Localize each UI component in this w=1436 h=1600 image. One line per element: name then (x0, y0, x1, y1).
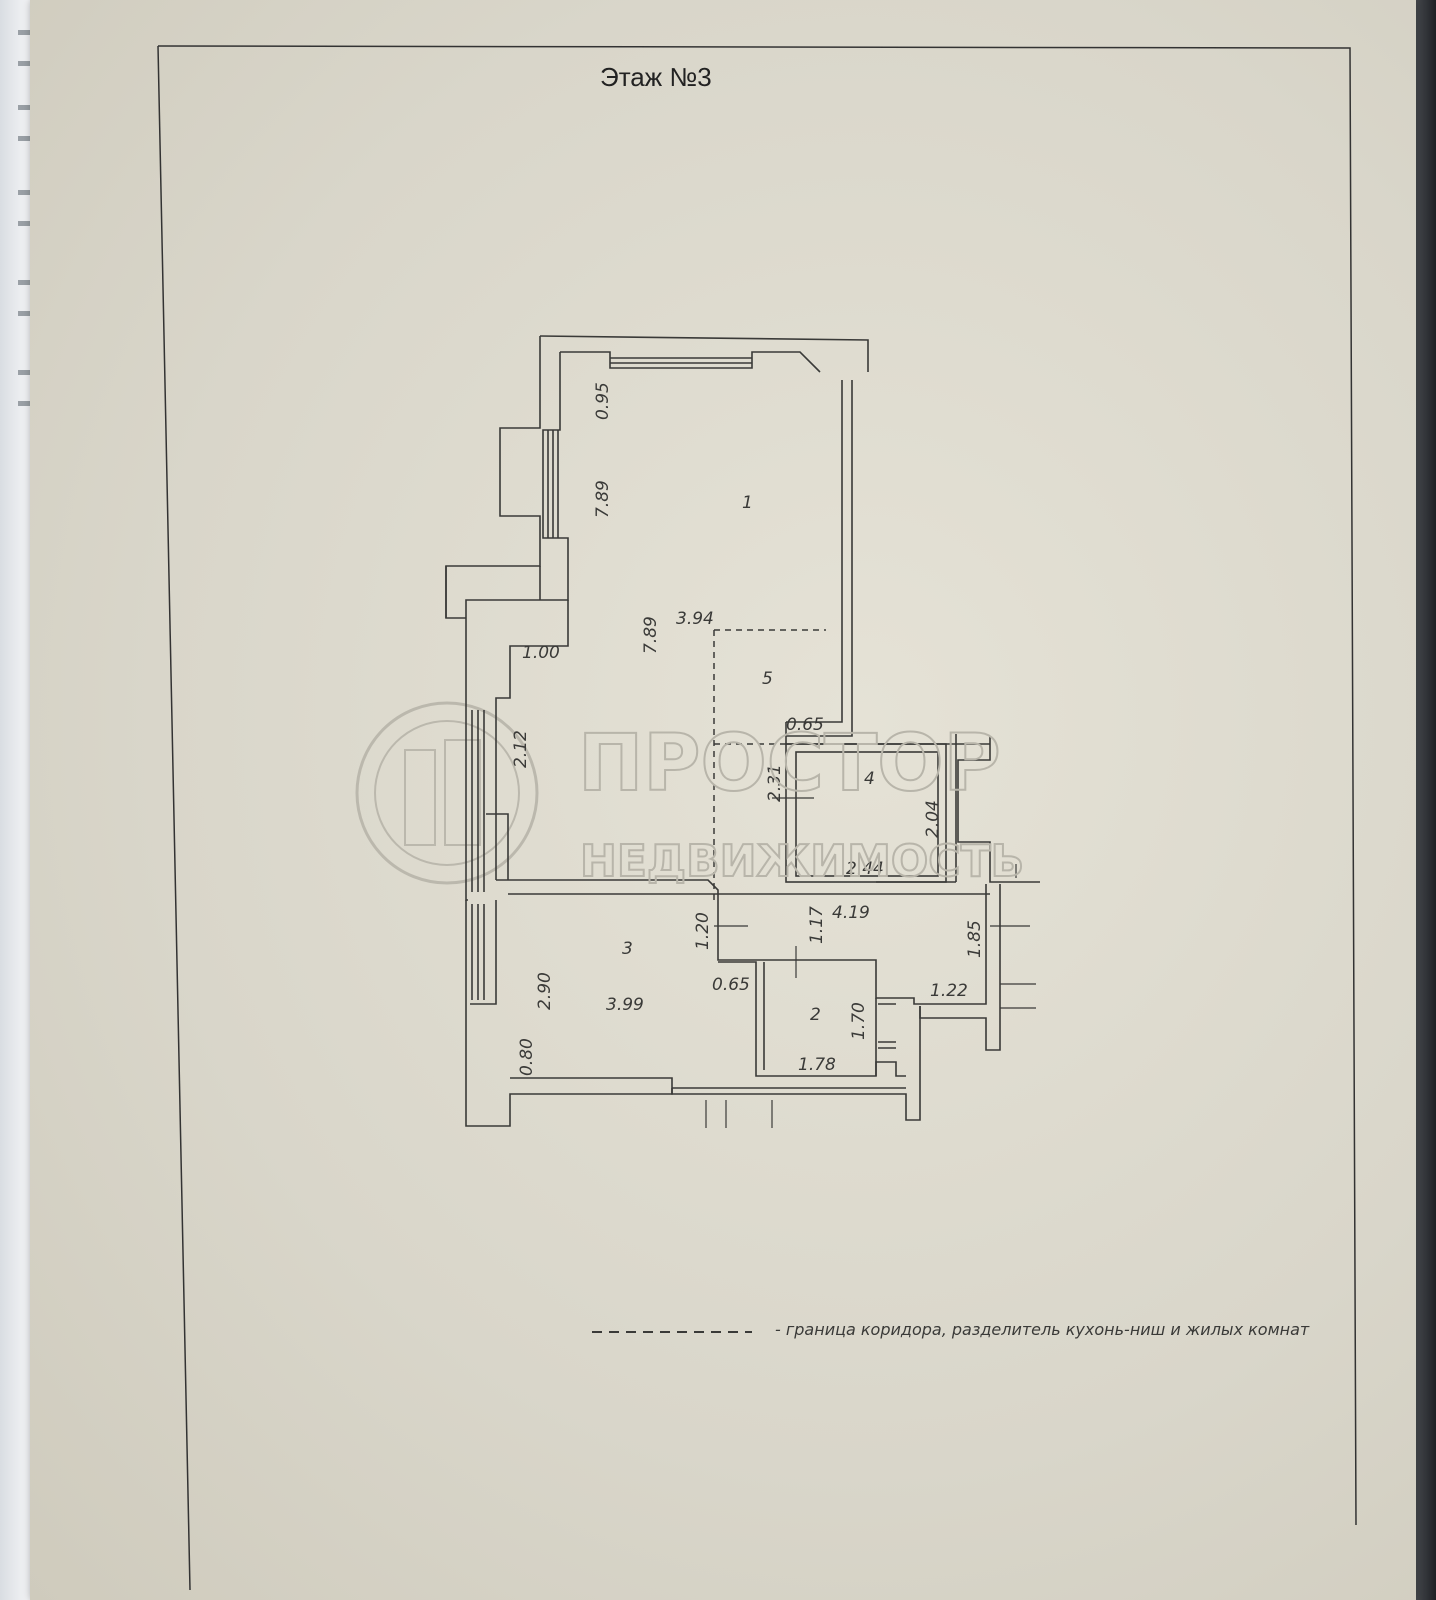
dim-label-095: 0.95 (593, 382, 613, 420)
dim-label-117: 1.17 (807, 906, 827, 944)
room-number-3: 3 (622, 939, 633, 959)
dim-label-065-b: 0.65 (712, 975, 750, 995)
room-number-4: 4 (864, 769, 875, 789)
room-number-5: 5 (762, 669, 773, 689)
dim-label-122: 1.22 (930, 981, 968, 1001)
dim-label-212: 2.12 (511, 730, 531, 768)
room-number-1: 1 (742, 493, 753, 513)
dim-label-100: 1.00 (522, 643, 560, 663)
document-sheet (30, 0, 1416, 1600)
watermark-logo (355, 701, 539, 885)
dim-label-290: 2.90 (535, 972, 555, 1010)
dim-label-789-a: 7.89 (593, 480, 613, 518)
dim-label-120: 1.20 (693, 912, 713, 950)
dimension-ticks (705, 797, 1036, 1128)
watermark-line2: НЕДВИЖИМОСТЬ (580, 836, 1024, 887)
page-frame (157, 45, 1357, 1526)
room-number-2: 2 (810, 1005, 821, 1025)
dim-label-789-b: 7.89 (641, 616, 661, 654)
dim-label-080: 0.80 (517, 1038, 537, 1076)
dim-label-065-a: 0.65 (786, 715, 824, 735)
floor-title: Этаж №3 (600, 62, 712, 92)
dim-label-178: 1.78 (798, 1055, 836, 1075)
walls (445, 335, 1040, 1127)
dim-label-399: 3.99 (606, 995, 644, 1015)
dim-label-170: 1.70 (849, 1002, 869, 1040)
dim-label-394: 3.94 (676, 609, 714, 629)
dim-label-204: 2.04 (923, 800, 943, 838)
dim-label-419: 4.19 (832, 903, 870, 923)
watermark-line1: ПРОСТОР (578, 719, 1001, 809)
legend-description: - граница коридора, разделитель кухонь-н… (775, 1320, 1310, 1339)
dim-label-185: 1.85 (965, 920, 985, 958)
page-frame-left (157, 45, 191, 1591)
folder-edge (1414, 0, 1436, 1600)
dim-label-231: 2.31 (765, 764, 785, 802)
dim-label-244: 2.44 (846, 859, 884, 879)
